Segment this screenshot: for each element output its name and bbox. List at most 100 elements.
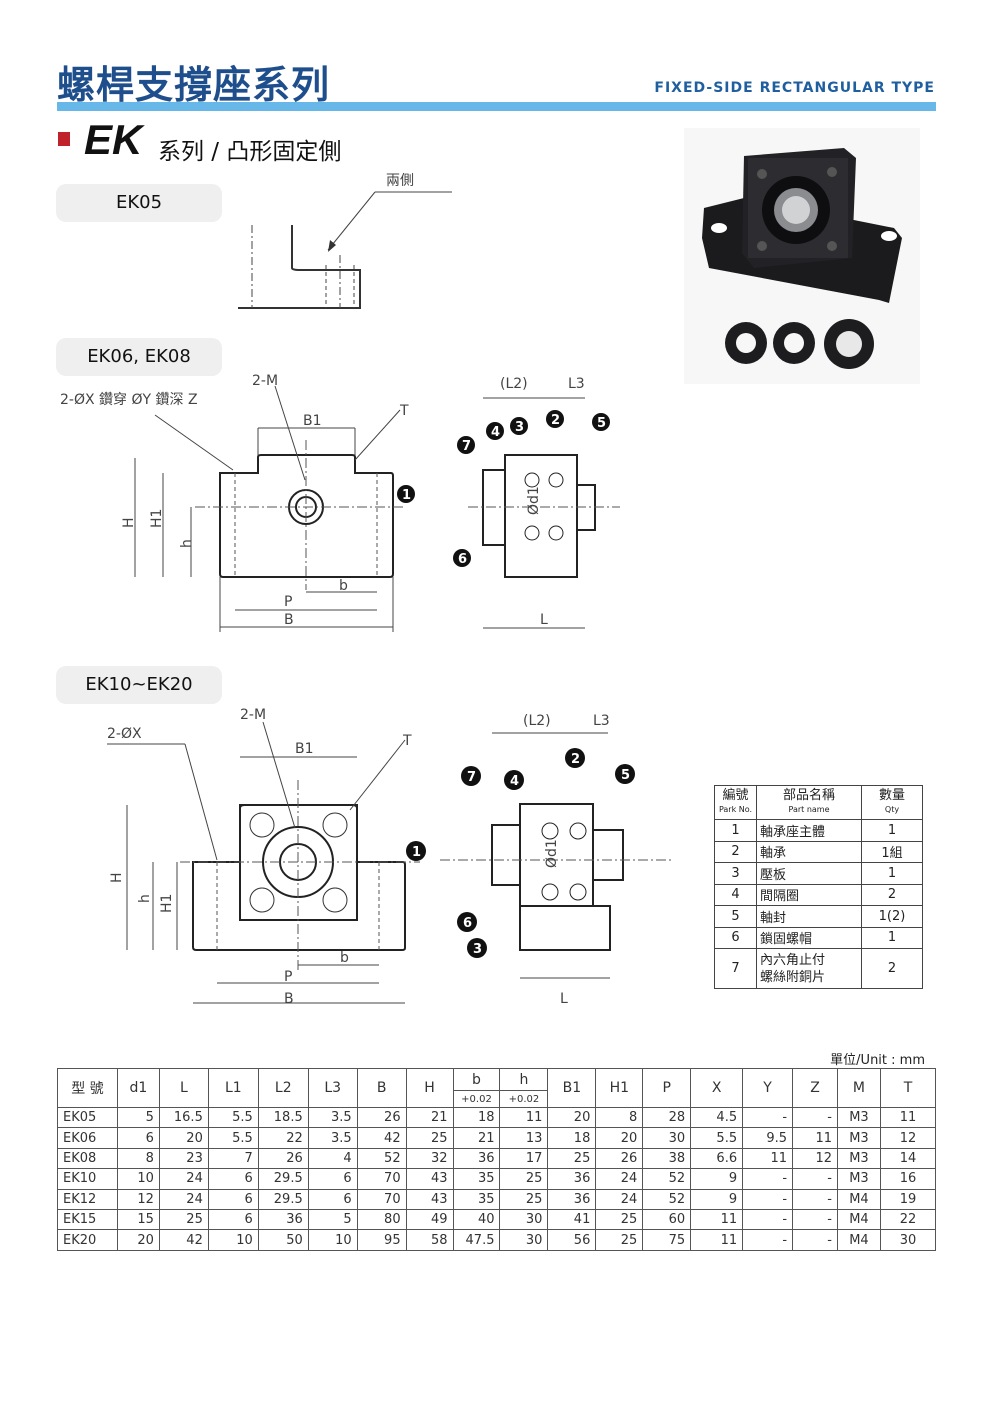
model-cell: EK08 (57, 1147, 118, 1170)
spec-cell: 6 (207, 1208, 259, 1231)
spec-cell: 20 (116, 1229, 160, 1251)
model-cell: EK05 (57, 1106, 118, 1129)
column-header-0: 型 號 (57, 1068, 118, 1108)
spec-cell: 6 (307, 1188, 358, 1210)
spec-cell: 12 (116, 1188, 160, 1210)
spec-cell: 18 (452, 1106, 501, 1129)
column-header-14: Y (742, 1068, 794, 1108)
spec-cell: 8 (116, 1147, 160, 1170)
p-label: P (284, 969, 292, 985)
spec-cell: 24 (158, 1188, 209, 1210)
spec-cell: - (742, 1229, 794, 1251)
spec-cell: 30 (499, 1208, 549, 1231)
part-no: 1 (714, 819, 757, 842)
part-name: 軸承座主體 (756, 819, 862, 842)
spec-cell: 35 (452, 1188, 501, 1210)
spec-cell: - (792, 1168, 838, 1190)
part-name: 軸封 (756, 905, 862, 928)
part-qty: 1 (861, 862, 923, 885)
label-ek06-ek08: EK06, EK08 (56, 338, 222, 376)
spec-cell: 36 (257, 1208, 309, 1231)
spec-cell: 21 (452, 1127, 501, 1149)
lock-nuts (725, 319, 874, 369)
marker-3: 3 (515, 420, 524, 435)
spec-cell: 12 (792, 1147, 838, 1170)
spec-cell: 8 (595, 1106, 644, 1129)
part-no: 3 (714, 862, 757, 885)
spec-cell: 75 (642, 1229, 692, 1251)
hole-label: 2-ØX 鑽穿 ØY 鑽深 Z (60, 392, 198, 408)
part-name: 內六角止付 螺絲附銅片 (756, 948, 862, 989)
m-label: 2-M (252, 373, 278, 389)
column-header-15: Z (792, 1068, 838, 1108)
spec-cell: 14 (879, 1147, 937, 1170)
part-no: 6 (714, 926, 757, 949)
model-cell: EK20 (57, 1229, 118, 1251)
marker-5: 5 (597, 416, 606, 431)
spec-cell: 11 (690, 1208, 744, 1231)
h-label: H (109, 872, 125, 883)
marker-1 (406, 841, 426, 861)
p-label: P (284, 594, 292, 610)
spec-cell: 20 (158, 1127, 209, 1149)
b-label: b (340, 950, 349, 966)
header-no-en: Park No. (718, 804, 753, 814)
note-both-sides: 兩側 (386, 173, 414, 189)
label-ek05: EK05 (56, 184, 222, 222)
b-total-label: B (284, 612, 294, 628)
header-name-zh: 部品名稱 (782, 787, 835, 803)
column-header-5: L3 (307, 1068, 358, 1108)
part-name: 軸承 (756, 840, 862, 863)
ek05-section-drawing: 兩側 (238, 173, 452, 309)
spec-cell: 26 (595, 1147, 644, 1170)
spec-cell: 26 (257, 1147, 309, 1170)
spec-cell: M4 (836, 1188, 881, 1210)
part-markers: 7 4 2 5 6 3 (457, 748, 635, 958)
spec-cell: 36 (547, 1188, 597, 1210)
spec-cell: M3 (836, 1106, 881, 1129)
marker-7: 7 (462, 439, 471, 454)
l3-label: L3 (593, 713, 610, 729)
spec-cell: 11 (792, 1127, 838, 1149)
part-no: 7 (714, 948, 757, 989)
spec-cell: - (792, 1106, 838, 1129)
column-header-2: L (158, 1068, 209, 1108)
spec-cell: 5.5 (690, 1127, 744, 1149)
part-name: 壓板 (756, 862, 862, 885)
spec-cell: 52 (356, 1147, 407, 1170)
spec-cell: 30 (879, 1229, 937, 1251)
part-markers: 7 4 3 2 5 6 (453, 410, 610, 567)
part-qty: 1(2) (861, 905, 923, 928)
spec-cell: 95 (356, 1229, 407, 1251)
column-header-4: L2 (257, 1068, 309, 1108)
spec-cell: 25 (405, 1127, 454, 1149)
spec-cell: 29.5 (257, 1188, 309, 1210)
l2-label: (L2) (500, 376, 528, 392)
spec-cell: 25 (595, 1229, 644, 1251)
spec-cell: 50 (257, 1229, 309, 1251)
spec-cell: 43 (405, 1188, 454, 1210)
series-code: EK (84, 116, 143, 163)
part-name: 間隔圈 (756, 883, 862, 906)
spec-cell: 36 (452, 1147, 501, 1170)
b-label: b (339, 578, 348, 594)
spec-cell: 15 (116, 1208, 160, 1231)
spec-cell: 16 (879, 1168, 937, 1190)
spec-cell: M4 (836, 1208, 881, 1231)
label-ek10-ek20: EK10~EK20 (56, 666, 222, 704)
spec-cell: 38 (642, 1147, 692, 1170)
spec-cell: - (742, 1106, 794, 1129)
spec-cell: 22 (257, 1127, 309, 1149)
spec-cell: 25 (547, 1147, 597, 1170)
ek10-front-drawing: 2-ØX 2-M B1 T H h H1 b P B 1 (107, 707, 426, 1007)
header-name-en: Part name (788, 804, 830, 814)
section-marker (58, 132, 70, 146)
marker-2: 2 (551, 413, 560, 428)
spec-cell: 6 (307, 1168, 358, 1190)
spec-cell: 11 (690, 1229, 744, 1251)
